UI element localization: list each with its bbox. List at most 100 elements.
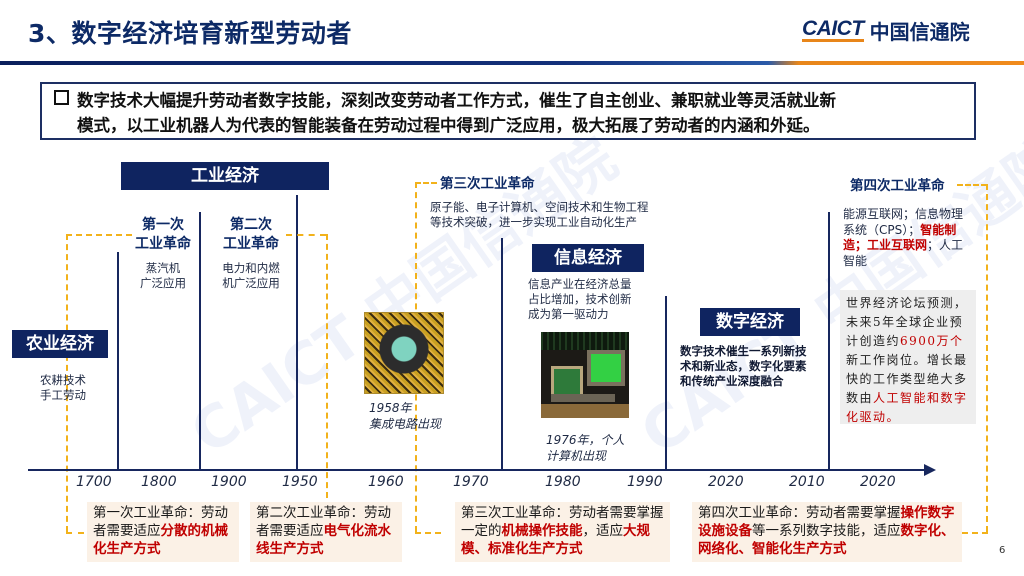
req-highlight: 操作数字设施设备	[698, 505, 955, 539]
year-label: 2020	[860, 474, 896, 490]
second-revolution-desc: 电力和内燃 机广泛应用	[210, 261, 292, 291]
connector-line	[326, 234, 328, 498]
title-line: 工业革命	[223, 236, 279, 252]
page-title: 3、数字经济培育新型劳动者	[28, 19, 352, 48]
desc-line: 机广泛应用	[222, 276, 280, 290]
req-text: 第二次工业革命：劳动者需要适应	[256, 505, 391, 539]
image-detail	[541, 404, 629, 418]
title-line: 第一次	[142, 217, 184, 233]
desc-line: 术和新业态，数字化要素	[680, 359, 807, 373]
desc-text: ；人工智能	[843, 238, 964, 268]
req-text: 第三次工业革命：劳动者需要掌握一定的	[461, 505, 664, 539]
caption-line: 1976年，个人	[546, 433, 625, 447]
summary-line-1: 数字技术大幅提升劳动者数字技能，深刻改变劳动者工作方式，催生了自主创业、兼职就业…	[77, 91, 836, 110]
third-revolution-desc: 原子能、电子计算机、空间技术和生物工程 等技术突破，进一步实现工业自动化生产	[430, 200, 690, 230]
desc-line: 手工劳动	[40, 388, 86, 402]
req-text: 第一次工业革命：劳动者需要适应	[93, 505, 228, 539]
year-label: 1970	[453, 474, 489, 490]
req-highlight: 机械操作技能	[501, 523, 583, 539]
integrated-circuit-image	[364, 312, 444, 394]
era-label-digital: 数字经济	[700, 308, 800, 336]
image-detail	[541, 332, 629, 350]
connector-line	[415, 532, 441, 534]
year-label: 1700	[76, 474, 112, 490]
information-desc: 信息产业在经济总量 占比增加，技术创新 成为第一驱动力	[528, 277, 658, 322]
digital-desc: 数字技术催生一系列新技 术和新业态，数字化要素 和传统产业深度融合	[680, 344, 830, 389]
square-bullet-icon	[54, 90, 69, 105]
labor-requirement-first: 第一次工业革命：劳动者需要适应分散的机械化生产方式	[87, 502, 239, 562]
timeline-axis	[28, 469, 928, 471]
agriculture-desc: 农耕技术 手工劳动	[28, 373, 98, 403]
req-highlight: 分散的机械化生产方式	[93, 523, 228, 557]
req-highlight: 数字化、网络化、智能化生产方式	[698, 523, 955, 557]
caption-line: 1958年	[369, 401, 412, 415]
req-text: 第四次工业革命：劳动者需要掌握	[698, 505, 901, 521]
desc-line: 原子能、电子计算机、空间技术和生物工程	[430, 200, 649, 214]
image-detail	[551, 366, 583, 398]
divider-line	[501, 238, 503, 469]
fourth-revolution-title: 第四次工业革命	[850, 178, 945, 194]
caption-line: 集成电路出现	[369, 417, 442, 431]
note-highlight: 6900万个	[900, 334, 964, 348]
title-line: 第二次	[230, 217, 272, 233]
pc-caption: 1976年，个人 计算机出现	[546, 432, 625, 464]
year-label: 1950	[282, 474, 318, 490]
year-label: 1960	[368, 474, 404, 490]
labor-requirement-second: 第二次工业革命：劳动者需要适应电气化流水线生产方式	[250, 502, 402, 562]
divider-line	[296, 195, 298, 469]
image-detail	[551, 394, 615, 402]
desc-highlight: 智能制造；工业互联网	[843, 222, 957, 253]
year-label: 1980	[545, 474, 581, 490]
desc-line: 数字技术催生一系列新技	[680, 344, 807, 358]
year-label: 1900	[211, 474, 247, 490]
req-text: ，适应	[582, 523, 624, 539]
year-label: 2010	[789, 474, 825, 490]
title-line: 工业革命	[135, 236, 191, 252]
labor-requirement-fourth: 第四次工业革命：劳动者需要掌握操作数字设施设备等一系列数字技能，适应数字化、网络…	[692, 502, 962, 562]
personal-computer-image	[541, 332, 629, 418]
caption-line: 计算机出现	[546, 449, 607, 463]
caict-logo: CAICT 中国信通院	[802, 16, 970, 45]
connector-line	[66, 234, 68, 532]
logo-text-cn: 中国信通院	[869, 20, 970, 44]
connector-line	[962, 532, 988, 534]
req-text: 等一系列数字技能，适应	[752, 523, 901, 539]
desc-line: 和传统产业深度融合	[680, 374, 784, 388]
first-revolution-title: 第一次 工业革命	[126, 216, 200, 254]
desc-line: 电力和内燃	[222, 261, 280, 275]
connector-line	[415, 182, 437, 184]
summary-box: 数字技术大幅提升劳动者数字技能，深刻改变劳动者工作方式，催生了自主创业、兼职就业…	[40, 82, 976, 140]
desc-text: 能源互联网；信息物理系统（CPS）；	[843, 207, 964, 237]
first-revolution-desc: 蒸汽机 广泛应用	[126, 261, 200, 291]
second-revolution-title: 第二次 工业革命	[210, 216, 292, 254]
desc-line: 等技术突破，进一步实现工业自动化生产	[430, 215, 637, 229]
divider-line	[665, 296, 667, 469]
year-label: 2020	[708, 474, 744, 490]
connector-line	[286, 234, 326, 236]
fourth-revolution-desc: 能源互联网；信息物理系统（CPS）；智能制造；工业互联网；人工智能	[843, 207, 973, 269]
connector-line	[66, 532, 84, 534]
era-label-industrial: 工业经济	[121, 162, 329, 190]
era-label-agriculture: 农业经济	[12, 330, 108, 358]
header-divider	[0, 61, 1024, 65]
logo-text-en: CAICT	[802, 17, 864, 42]
note-text: 新工作岗位。增长最快的工作类型绝大多数由	[846, 353, 968, 405]
connector-line	[957, 184, 987, 186]
divider-line	[199, 212, 201, 469]
era-label-information: 信息经济	[532, 244, 644, 272]
wef-forecast-note: 世界经济论坛预测，未来5年全球企业预计创造约6900万个新工作岗位。增长最快的工…	[840, 290, 976, 424]
desc-line: 占比增加，技术创新	[528, 292, 632, 306]
note-text: 世界经济论坛预测，未来5年全球企业预计创造约	[846, 296, 968, 348]
summary-line-2: 模式，以工业机器人为代表的智能装备在劳动过程中得到广泛应用，极大拓展了劳动者的内…	[77, 116, 820, 135]
connector-line	[66, 234, 132, 236]
note-highlight: 人工智能和数字化驱动。	[846, 391, 968, 424]
image-detail	[587, 350, 625, 386]
req-highlight: 大规模、标准化生产方式	[461, 523, 650, 557]
third-revolution-title: 第三次工业革命	[440, 176, 535, 192]
desc-line: 蒸汽机	[145, 261, 181, 275]
divider-line	[828, 212, 830, 469]
desc-line: 农耕技术	[40, 373, 86, 387]
desc-line: 信息产业在经济总量	[528, 277, 632, 291]
desc-line: 成为第一驱动力	[528, 307, 609, 321]
connector-line	[986, 184, 988, 532]
